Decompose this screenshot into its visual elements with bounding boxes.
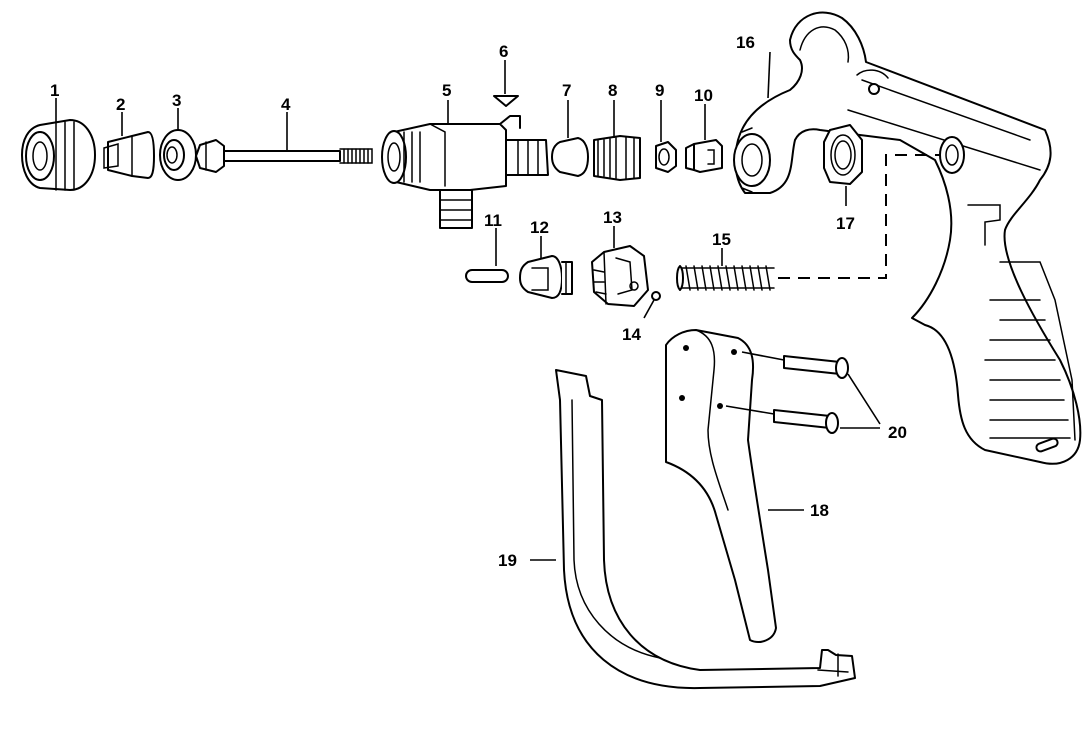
label-4: 4 [281, 95, 291, 114]
setscrew-14 [651, 291, 661, 301]
label-14: 14 [622, 325, 641, 344]
fluid-body-5 [381, 115, 549, 229]
trigger-18 [665, 329, 777, 643]
assembly-dash-line [778, 154, 940, 279]
leader-lines [55, 51, 881, 561]
guard-19 [555, 369, 856, 690]
washer-9 [655, 141, 677, 173]
sleeve-12 [519, 255, 573, 299]
packing-nut-8 [593, 135, 641, 181]
label-18: 18 [810, 501, 829, 520]
tip-2 [103, 131, 155, 179]
label-15: 15 [712, 230, 731, 249]
label-8: 8 [608, 81, 617, 100]
gun-body [733, 11, 1082, 465]
label-12: 12 [530, 218, 549, 237]
nut-17 [823, 124, 863, 185]
screws-20 [725, 351, 849, 434]
cone-6 [493, 95, 519, 107]
label-20: 20 [888, 423, 907, 442]
label-17: 17 [836, 214, 855, 233]
pin-11 [465, 269, 509, 283]
label-11: 11 [484, 211, 502, 230]
needle-4 [195, 139, 373, 173]
label-19: 19 [498, 551, 517, 570]
packing-7 [551, 137, 589, 177]
label-3: 3 [172, 91, 181, 110]
knob-13 [591, 245, 649, 307]
spring-15 [676, 265, 775, 291]
retainer-10 [685, 139, 723, 173]
label-16: 16 [736, 33, 755, 52]
label-9: 9 [655, 81, 664, 100]
part-labels: 1 2 3 4 5 6 7 8 9 10 11 12 13 14 15 16 1… [50, 33, 907, 570]
air-cap-1 [21, 119, 96, 191]
seal-3 [159, 129, 197, 181]
label-1: 1 [50, 81, 59, 100]
label-6: 6 [499, 42, 508, 61]
label-13: 13 [603, 208, 622, 227]
label-7: 7 [562, 81, 571, 100]
label-10: 10 [694, 86, 713, 105]
label-5: 5 [442, 81, 451, 100]
label-2: 2 [116, 95, 125, 114]
